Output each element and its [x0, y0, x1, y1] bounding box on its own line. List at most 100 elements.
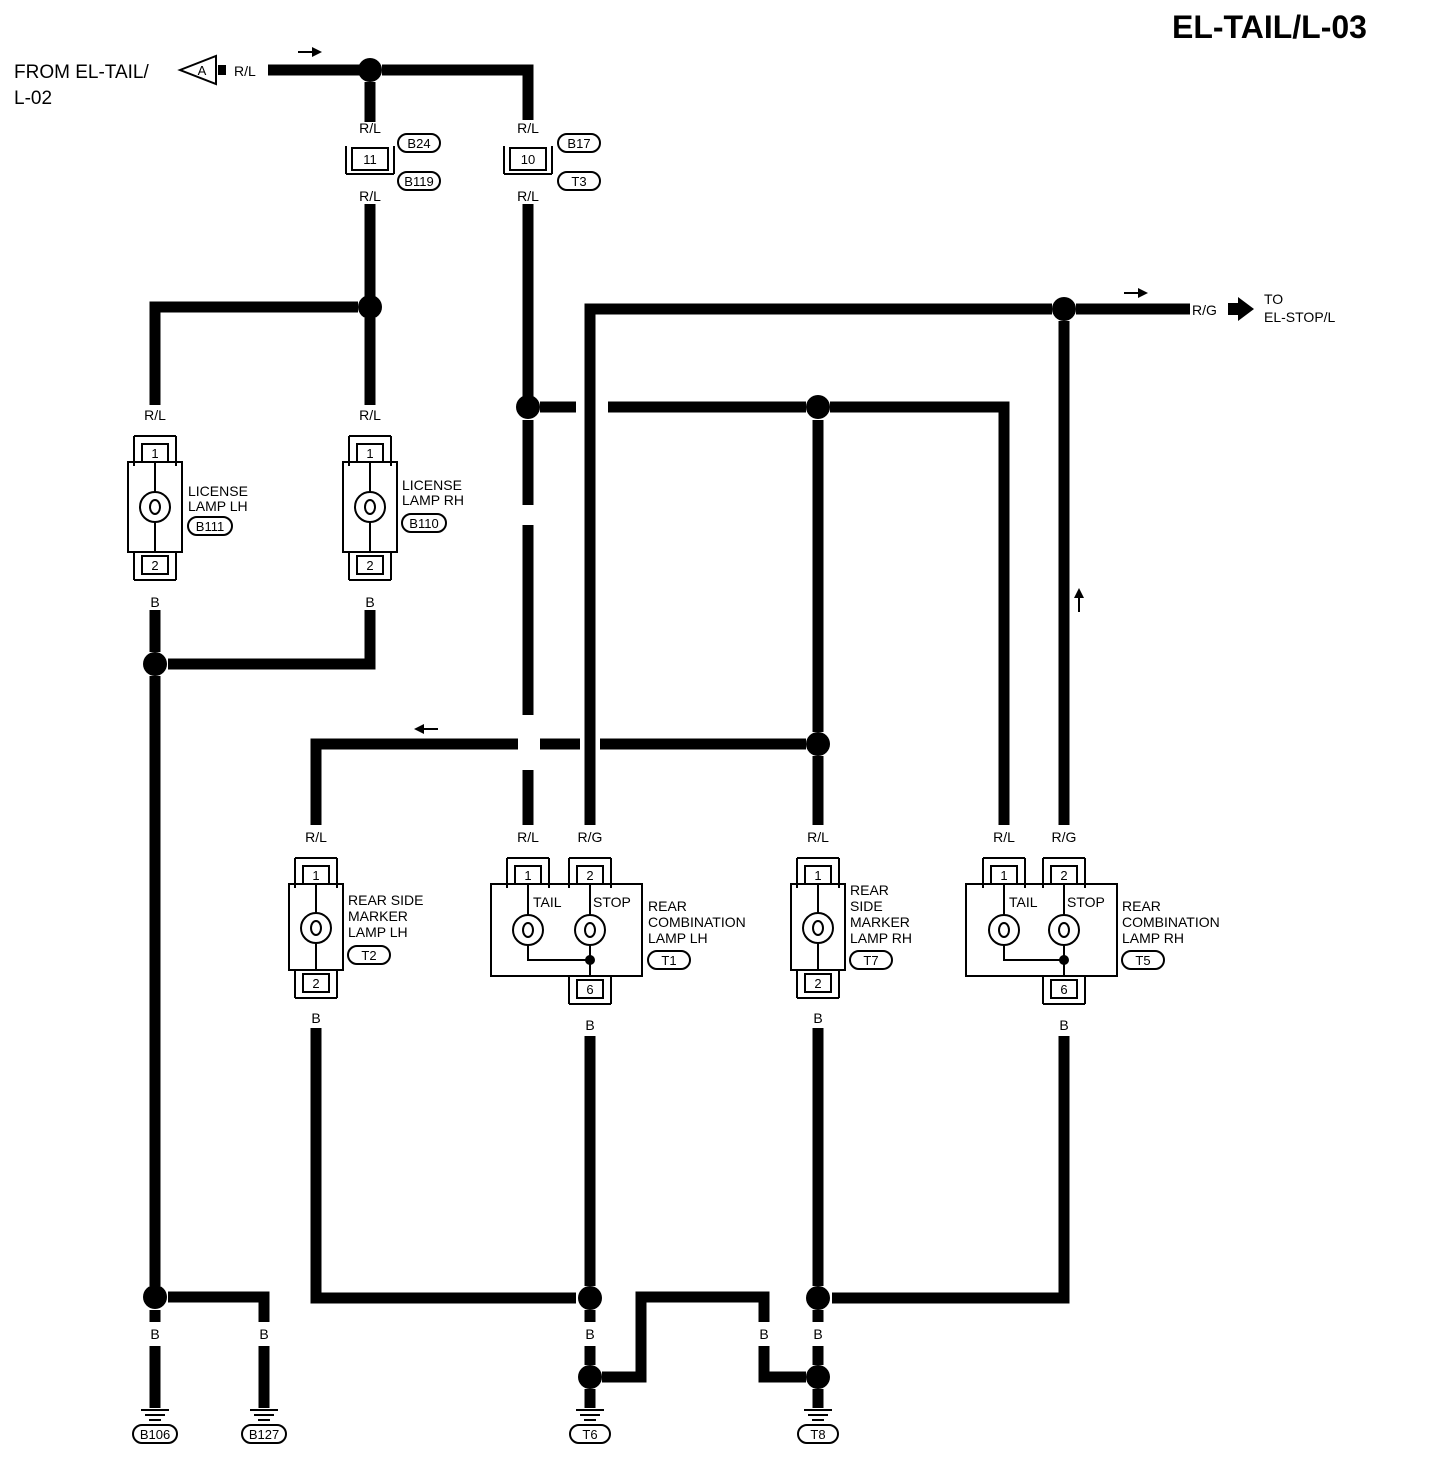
stop-bulb-icon [574, 914, 606, 946]
pin-number: 6 [1060, 982, 1067, 997]
wire-label: R/L [993, 829, 1015, 845]
component-label: COMBINATION [1122, 914, 1220, 930]
wire-label: B [259, 1326, 268, 1342]
ground-icon [250, 1409, 278, 1421]
from-label-line2: L-02 [14, 88, 52, 109]
connector-tag-label: B24 [407, 136, 430, 151]
ground-t8: T8 [797, 1409, 839, 1444]
wire-label: B [813, 1010, 822, 1026]
bulb-icon [354, 491, 386, 523]
component-tag-label: B110 [409, 516, 438, 531]
wire-label: B [150, 1326, 159, 1342]
ground-tag [569, 1424, 611, 1444]
wire-label-input: R/L [234, 63, 256, 79]
component-tag-label: T7 [863, 953, 878, 968]
wire-label: R/L [517, 829, 539, 845]
pin-number: 1 [366, 446, 373, 461]
pin-number: 2 [312, 976, 319, 991]
connector-tag [397, 171, 441, 191]
wire-label: B [759, 1326, 768, 1342]
wire-label: B [636, 1326, 645, 1342]
component-label: REAR [850, 882, 889, 898]
wire-label: B [585, 1326, 594, 1342]
connector-tag-label: T3 [571, 174, 586, 189]
from-label-line1: FROM EL-TAIL/ [14, 62, 149, 83]
pin-number: 6 [586, 982, 593, 997]
ground-tag-label: T8 [810, 1427, 825, 1442]
ground-b127: B127 [241, 1409, 287, 1444]
junction-dot [1052, 297, 1076, 321]
joint-connector-11: R/L 11 R/L B24 B119 [345, 120, 441, 204]
connector-tag [397, 133, 441, 153]
component-label: REAR SIDE [348, 892, 423, 908]
connector-tag-label: B17 [567, 136, 590, 151]
bulb-icon [139, 491, 171, 523]
component-label: LAMP RH [402, 492, 464, 508]
tail-label: TAIL [1009, 894, 1038, 910]
stop-label: STOP [593, 894, 631, 910]
wire-label: R/L [144, 407, 166, 423]
pin-number: 1 [814, 868, 821, 883]
direction-arrows [298, 47, 1254, 734]
pin-number: 2 [814, 976, 821, 991]
component-tag-label: B111 [196, 519, 224, 534]
junction-dot [358, 295, 382, 319]
page-title: EL-TAIL/L-03 [1172, 9, 1367, 45]
pin-number: 1 [312, 868, 319, 883]
ground-tag [132, 1424, 178, 1444]
component-tag [347, 945, 391, 965]
ground-tag-label: B106 [140, 1427, 170, 1442]
pin-box [576, 979, 604, 999]
junction-dot [806, 1286, 830, 1310]
wire-label: B [1059, 1017, 1068, 1033]
connector-tag [557, 171, 601, 191]
junction-dot [143, 1285, 167, 1309]
wire-label: R/L [305, 829, 327, 845]
junction-dot [516, 395, 540, 419]
connector-tag-label: B119 [404, 174, 433, 189]
tail-bulb-icon [988, 914, 1020, 946]
wire-label: R/L [517, 188, 539, 204]
component-tag [187, 516, 233, 536]
to-label-line1: TO [1264, 291, 1283, 307]
ground-tag [797, 1424, 839, 1444]
component-label: LICENSE [402, 477, 462, 493]
to-label-line2: EL-STOP/L [1264, 309, 1336, 325]
ground-tag-label: T6 [582, 1427, 597, 1442]
license-lamp-rh: R/L 1 2 B LICENSE LAMP RH B110 [342, 407, 464, 610]
pin-number: 1 [524, 868, 531, 883]
pin-box [356, 555, 384, 575]
wire-label: R/L [517, 120, 539, 136]
component-label: LAMP RH [850, 930, 912, 946]
component-label: MARKER [348, 908, 408, 924]
junction-dot [806, 395, 830, 419]
component-tag-label: T2 [361, 948, 376, 963]
pin-number: 2 [586, 868, 593, 883]
component-tag-label: T5 [1135, 953, 1150, 968]
arrow-right-fat-icon [1228, 297, 1254, 321]
ground-b106: B106 [132, 1409, 178, 1444]
pin-number: 2 [366, 558, 373, 573]
component-label: LAMP LH [188, 498, 248, 514]
connector-pin: 11 [363, 152, 377, 167]
wire-label: B [365, 594, 374, 610]
pin-box [804, 973, 832, 993]
license-lamp-lh: R/L 1 2 B LICENSE LAMP LH B111 [127, 407, 248, 610]
pin-number: 1 [1000, 868, 1007, 883]
ground-wire-labels: B B B B B B [150, 1326, 822, 1342]
wires [149, 64, 1190, 1408]
wire-label: B [813, 1326, 822, 1342]
tail-bulb-icon [512, 914, 544, 946]
component-tag [647, 950, 691, 970]
component-label: LAMP LH [648, 930, 708, 946]
connector-a-letter: A [198, 63, 207, 78]
connector-tag [557, 133, 601, 153]
component-label: SIDE [850, 898, 883, 914]
junction-dot [806, 732, 830, 756]
pin-number: 2 [151, 558, 158, 573]
ground-icon [804, 1409, 832, 1421]
pin-box [141, 555, 169, 575]
component-tag [849, 950, 893, 970]
component-label: LAMP LH [348, 924, 408, 940]
